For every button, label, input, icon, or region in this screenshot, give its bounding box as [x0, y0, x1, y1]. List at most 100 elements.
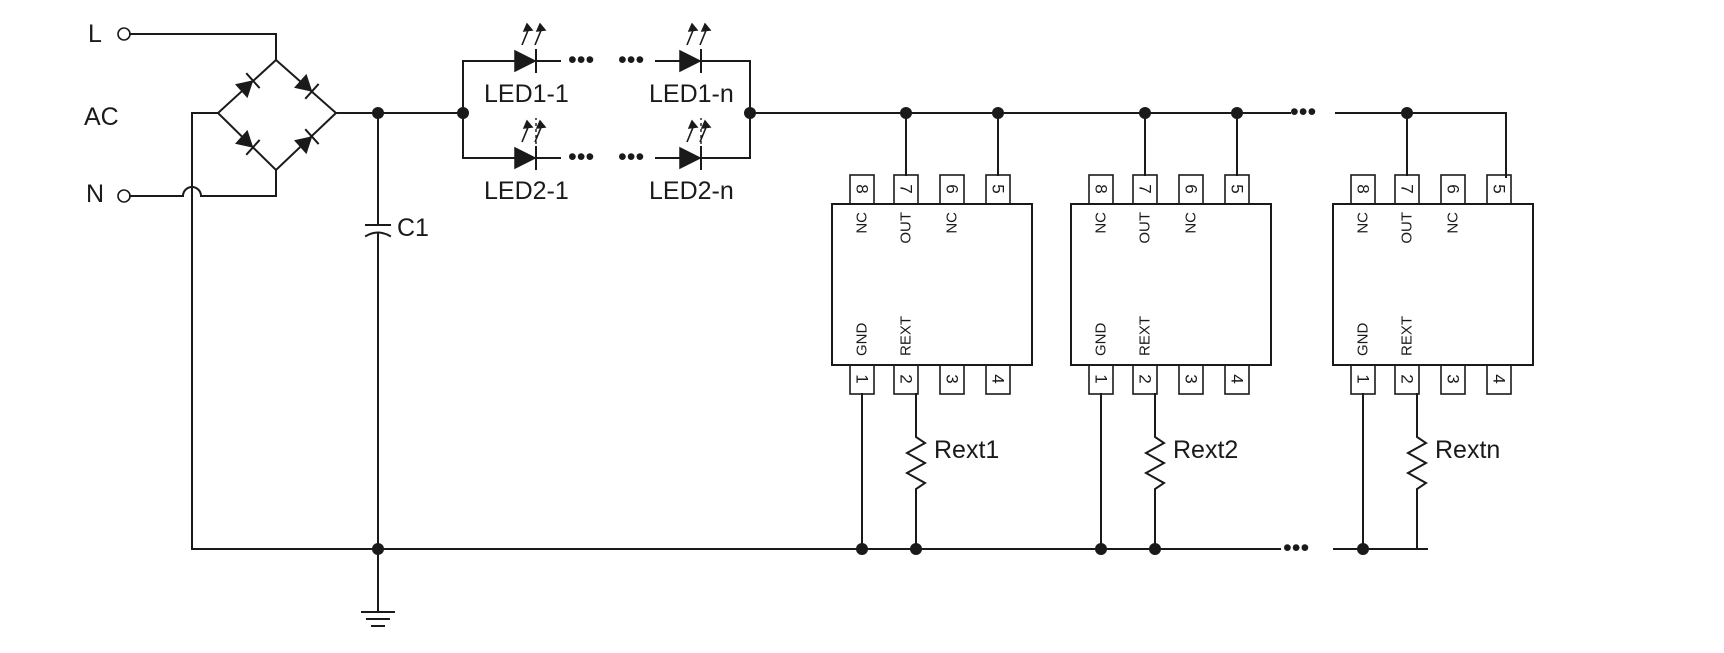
chip-pin [1132, 364, 1158, 395]
label-L: L [88, 20, 102, 48]
junction-dot [992, 107, 1004, 119]
chip-pin [939, 364, 965, 395]
pin-number: 2 [897, 374, 916, 383]
ellipsis-top: ••• [1290, 98, 1316, 126]
pin-number: 7 [1136, 184, 1155, 193]
ground-icon [361, 611, 395, 627]
pin-number: 1 [1354, 374, 1373, 383]
chip-body [1070, 203, 1272, 366]
pin-number: 8 [1092, 184, 1111, 193]
junction-dot [1401, 107, 1413, 119]
chip-pin [939, 174, 965, 205]
pin-number: 3 [1182, 374, 1201, 383]
junction-dot [1139, 107, 1151, 119]
wire-output-bus-2 [1335, 112, 1507, 178]
pin-label: NC [1355, 212, 1372, 234]
pin-label: NC [1445, 212, 1462, 234]
pin-number: 7 [897, 184, 916, 193]
led-icon [514, 22, 547, 73]
pin-number: 5 [1228, 184, 1247, 193]
chip-pin [1440, 364, 1466, 395]
bridge-rectifier [216, 58, 338, 172]
junction-dot [910, 543, 922, 555]
resistor-icon [1405, 393, 1429, 550]
led-icon [679, 22, 712, 73]
chip-pin [1224, 364, 1250, 395]
pin-number: 7 [1398, 184, 1417, 193]
pin-label: OUT [1137, 212, 1154, 244]
junction-dot [1149, 543, 1161, 555]
label-led-1-1: LED1-1 [484, 80, 569, 108]
pin-number: 4 [1490, 374, 1509, 383]
pin-label: OUT [898, 212, 915, 244]
bridge-diode-4 [294, 128, 320, 155]
bridge-diode-1 [235, 72, 261, 99]
junction-dot [856, 543, 868, 555]
junction-dot [372, 543, 384, 555]
pin-number: 6 [943, 184, 962, 193]
wire-L [129, 33, 277, 61]
junction-dot [900, 107, 912, 119]
resistor-icon [1143, 393, 1167, 550]
terminal-N [117, 189, 131, 203]
chip-pin [893, 364, 919, 395]
pin-label: REXT [898, 316, 915, 356]
resistor-icon [904, 393, 928, 550]
pin-number: 2 [1136, 374, 1155, 383]
bridge-diode-3 [235, 129, 261, 156]
chip-pin [1394, 364, 1420, 395]
chip-pin [1350, 174, 1376, 205]
junction-dot [1231, 107, 1243, 119]
pin-number: 4 [1228, 374, 1247, 383]
pin-label: REXT [1137, 316, 1154, 356]
chip-pin [1088, 174, 1114, 205]
label-led-2-1: LED2-1 [484, 177, 569, 205]
pin-number: 1 [1092, 374, 1111, 383]
chip-body [831, 203, 1033, 366]
driver-chip-2: 8 7 6 5 1 2 3 4 NC OUT NC GND REXT Rext2 [1070, 107, 1272, 555]
pin-label: GND [1093, 323, 1110, 357]
ellipsis-led1-b: ••• [618, 46, 644, 74]
junction-dot [1357, 543, 1369, 555]
pin-number: 6 [1444, 184, 1463, 193]
pin-label: GND [1355, 323, 1372, 357]
chip-pin [1178, 364, 1204, 395]
label-C1: C1 [397, 214, 429, 242]
pin-number: 5 [1490, 184, 1509, 193]
pin-number: 8 [1354, 184, 1373, 193]
resistor-label: Rext2 [1173, 436, 1238, 464]
chip-pin [985, 364, 1011, 395]
pin-label: OUT [1399, 212, 1416, 244]
pin-label: NC [854, 212, 871, 234]
chip-pin [1486, 174, 1512, 205]
wire-return-left [191, 112, 219, 550]
pin-number: 8 [853, 184, 872, 193]
pin-label: NC [1183, 212, 1200, 234]
led-icon [514, 118, 547, 170]
chip-body [1332, 203, 1534, 366]
pin-label: GND [854, 323, 871, 357]
pin-label: NC [944, 212, 961, 234]
pin-number: 2 [1398, 374, 1417, 383]
driver-chip-3: 8 7 6 5 1 2 3 4 NC OUT NC GND REXT Rextn [1332, 107, 1534, 555]
pin-number: 6 [1182, 184, 1201, 193]
pin-label: REXT [1399, 316, 1416, 356]
ellipsis-led2-a: ••• [568, 143, 594, 171]
resistor-label: Rextn [1435, 436, 1500, 464]
pin-number: 3 [943, 374, 962, 383]
ellipsis-led1-a: ••• [568, 46, 594, 74]
ellipsis-bottom: ••• [1283, 534, 1309, 562]
label-led-1-n: LED1-n [649, 80, 734, 108]
bridge-diode-2 [294, 73, 320, 100]
chip-pin [1178, 174, 1204, 205]
terminal-L [117, 27, 131, 41]
pin-number: 3 [1444, 374, 1463, 383]
label-N: N [86, 180, 104, 208]
chip-pin [849, 174, 875, 205]
pin-label: NC [1093, 212, 1110, 234]
led-icon [679, 118, 712, 170]
wire-N [129, 169, 277, 197]
resistor-label: Rext1 [934, 436, 999, 464]
pin-number: 5 [989, 184, 1008, 193]
